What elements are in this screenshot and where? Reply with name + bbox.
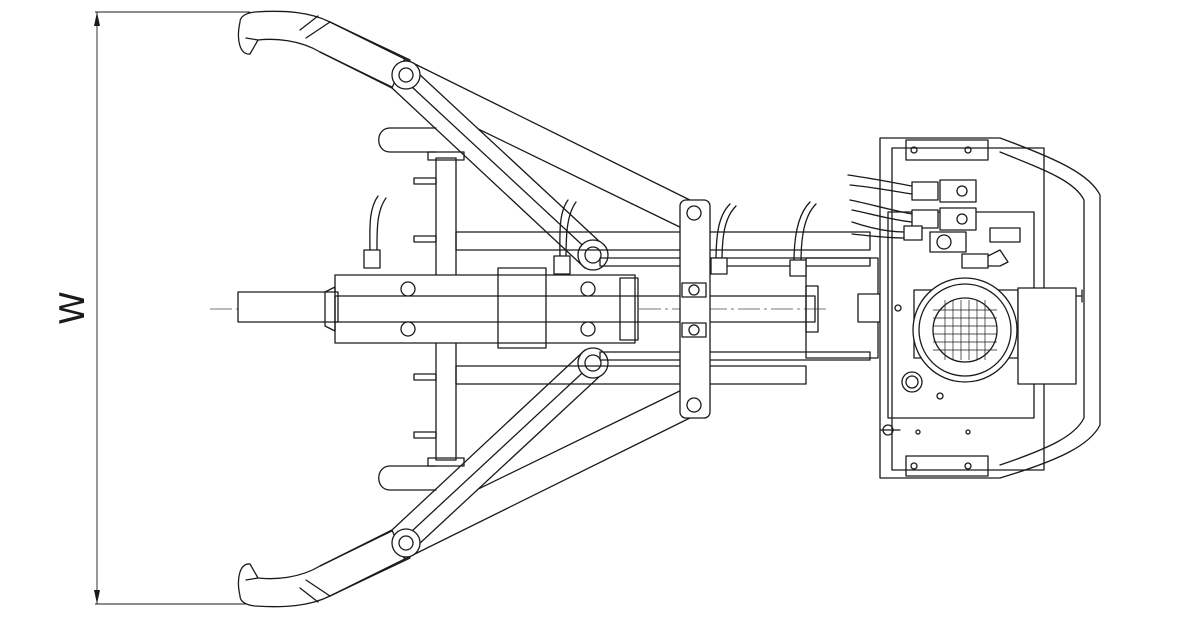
upper-link-arm (391, 59, 609, 271)
hydraulic-cylinder (237, 267, 819, 349)
dimension-label: W (53, 291, 93, 325)
hydraulic-hoses (363, 195, 817, 277)
clamp-bar (679, 199, 711, 419)
connector-block (805, 257, 881, 359)
pump-unit (847, 137, 1101, 479)
lower-link-arm (391, 347, 609, 559)
dimension-w: W (53, 11, 250, 605)
guide-rods (455, 231, 871, 385)
motor-fan-grille (933, 300, 997, 360)
